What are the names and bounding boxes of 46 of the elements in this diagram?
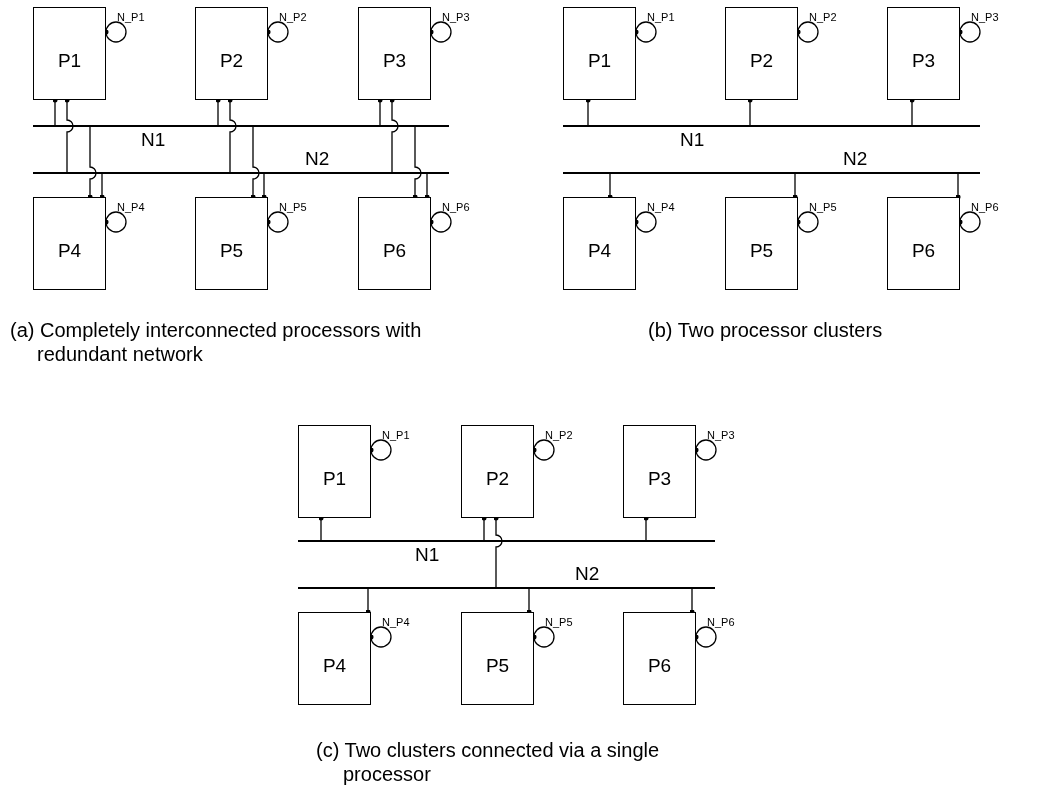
processor-box: P3 bbox=[887, 7, 960, 100]
bus-label: N1 bbox=[415, 544, 440, 565]
figure-caption: (c) Two clusters connected via a single processor bbox=[316, 738, 661, 786]
network-label: N_P1 bbox=[117, 11, 145, 23]
network-label: N_P2 bbox=[809, 11, 837, 23]
network-label: N_P5 bbox=[279, 201, 307, 213]
processor-box: P5 bbox=[725, 197, 798, 290]
network-label: N_P4 bbox=[117, 201, 145, 213]
network-label: N_P3 bbox=[707, 429, 735, 441]
network-label: N_P2 bbox=[279, 11, 307, 23]
network-label: N_P6 bbox=[971, 201, 999, 213]
processor-box: P5 bbox=[195, 197, 268, 290]
processor-box: P5 bbox=[461, 612, 534, 705]
bus-label: N2 bbox=[575, 563, 600, 584]
processor-box: P6 bbox=[887, 197, 960, 290]
processor-box: P4 bbox=[563, 197, 636, 290]
network-label: N_P3 bbox=[971, 11, 999, 23]
processor-box: P1 bbox=[298, 425, 371, 518]
processor-box: P3 bbox=[623, 425, 696, 518]
processor-box: P1 bbox=[563, 7, 636, 100]
network-label: N_P5 bbox=[545, 616, 573, 628]
bus-label: N2 bbox=[305, 148, 330, 169]
bus-label: N2 bbox=[843, 148, 868, 169]
bus-label: N1 bbox=[141, 129, 166, 150]
network-label: N_P5 bbox=[809, 201, 837, 213]
network-label: N_P1 bbox=[382, 429, 410, 441]
processor-box: P4 bbox=[298, 612, 371, 705]
processor-box: P4 bbox=[33, 197, 106, 290]
bus-label: N1 bbox=[680, 129, 705, 150]
processor-box: P3 bbox=[358, 7, 431, 100]
network-label: N_P6 bbox=[707, 616, 735, 628]
network-label: N_P2 bbox=[545, 429, 573, 441]
processor-box: P6 bbox=[623, 612, 696, 705]
connector-line bbox=[955, 172, 961, 200]
network-label: N_P4 bbox=[647, 201, 675, 213]
processor-box: P2 bbox=[195, 7, 268, 100]
network-label: N_P1 bbox=[647, 11, 675, 23]
network-label: N_P4 bbox=[382, 616, 410, 628]
network-label: N_P3 bbox=[442, 11, 470, 23]
processor-box: P6 bbox=[358, 197, 431, 290]
processor-box: P1 bbox=[33, 7, 106, 100]
figure-caption: (b) Two processor clusters bbox=[648, 318, 884, 342]
processor-box: P2 bbox=[725, 7, 798, 100]
network-label: N_P6 bbox=[442, 201, 470, 213]
processor-box: P2 bbox=[461, 425, 534, 518]
figure-caption: (a) Completely interconnected processors with redundant network bbox=[10, 318, 423, 366]
